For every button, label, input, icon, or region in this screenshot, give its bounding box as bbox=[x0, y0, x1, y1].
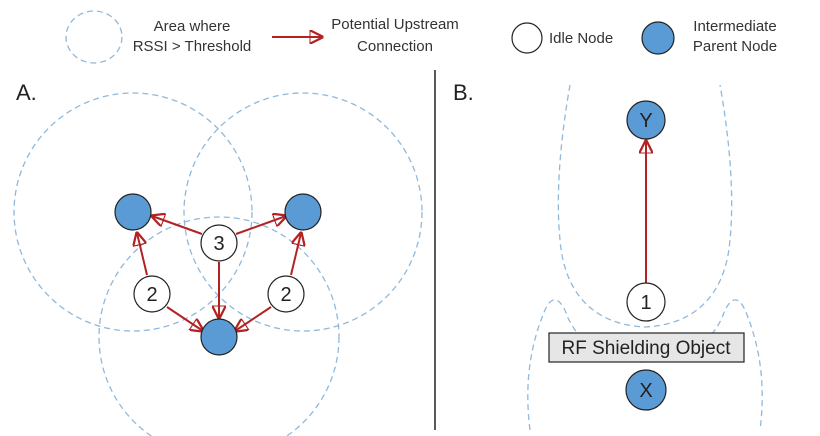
idle-node-left-label: 2 bbox=[146, 284, 157, 306]
idle-node-right bbox=[267, 275, 305, 313]
panel-b: B. Y 1 RF Shielding Object X bbox=[453, 80, 763, 431]
panel-a: A. 3 2 2 bbox=[13, 80, 423, 436]
parent-node-left bbox=[114, 193, 152, 231]
idle-node-right-label: 2 bbox=[280, 284, 291, 306]
parent-node-y-label: Y bbox=[639, 110, 652, 132]
parent-node-right bbox=[284, 193, 322, 231]
parent-node-bottom bbox=[200, 318, 238, 356]
legend-range-circle bbox=[65, 10, 123, 64]
arrow-right2-to-right-parent bbox=[290, 233, 301, 276]
legend-parent-line2: Parent Node bbox=[693, 38, 777, 55]
idle-node-1-label: 1 bbox=[640, 292, 651, 314]
panel-a-label: A. bbox=[16, 80, 37, 105]
legend-idle-label: Idle Node bbox=[549, 30, 613, 47]
parent-node-x bbox=[625, 369, 667, 411]
arrow-3-to-left-parent bbox=[152, 216, 203, 235]
idle-node-top-label: 3 bbox=[213, 233, 224, 255]
idle-node-1 bbox=[626, 282, 666, 322]
arrow-3-to-right-parent bbox=[235, 216, 286, 235]
parent-node-x-label: X bbox=[639, 380, 652, 402]
arrow-left2-to-left-parent bbox=[137, 233, 148, 276]
arrow-right2-to-bottom-parent bbox=[235, 306, 272, 331]
range-circle-right bbox=[183, 92, 423, 332]
idle-node-top bbox=[200, 224, 238, 262]
parent-node-y bbox=[626, 100, 666, 140]
legend-area-line1: Area where bbox=[154, 18, 231, 35]
legend-connection-line2: Connection bbox=[357, 38, 433, 55]
panel-b-label: B. bbox=[453, 80, 474, 105]
legend-parent-line1: Intermediate bbox=[693, 18, 776, 35]
range-region-upper bbox=[557, 84, 733, 328]
legend-parent-node bbox=[641, 21, 675, 55]
idle-node-left bbox=[133, 275, 171, 313]
rf-shielding-label: RF Shielding Object bbox=[562, 338, 732, 359]
legend-area-line2: RSSI > Threshold bbox=[133, 38, 252, 55]
legend: Area where RSSI > Threshold Potential Up… bbox=[65, 10, 777, 64]
legend-idle-node bbox=[511, 22, 543, 54]
arrow-left2-to-bottom-parent bbox=[166, 306, 203, 331]
range-circle-bottom bbox=[98, 216, 340, 436]
range-circle-left bbox=[13, 92, 253, 332]
legend-connection-line1: Potential Upstream bbox=[331, 16, 459, 33]
rf-shielding-object bbox=[548, 332, 745, 363]
